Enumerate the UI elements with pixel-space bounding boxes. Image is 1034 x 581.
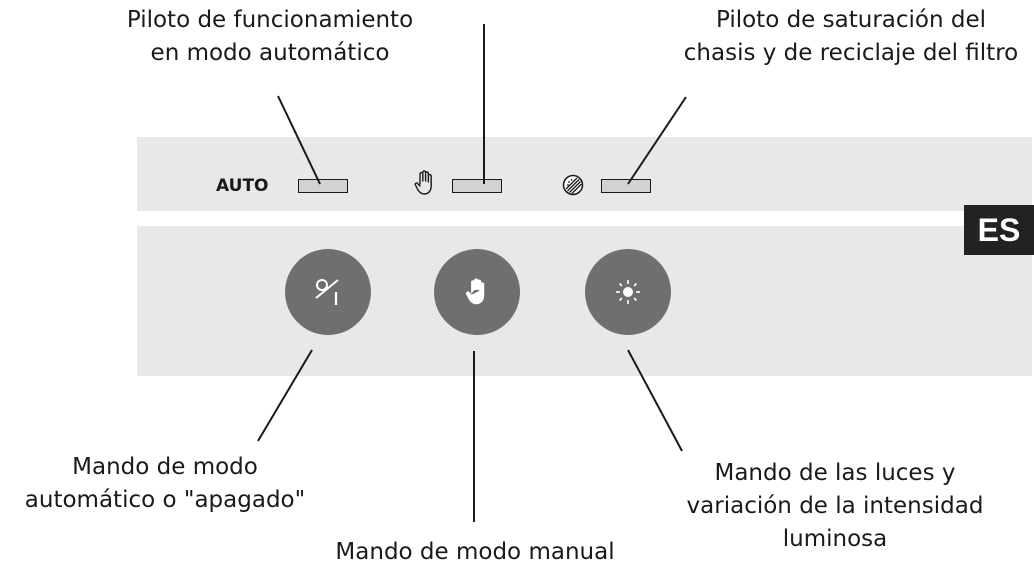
hand-icon (414, 170, 432, 195)
light-icon (616, 280, 640, 304)
lights-button[interactable] (585, 249, 671, 335)
saturation-pilot-caption: Piloto de saturación del chasis y de rec… (683, 7, 1019, 66)
auto-label: AUTO (216, 176, 269, 196)
auto-pilot-caption: Piloto de funcionamiento en modo automát… (126, 7, 414, 66)
auto-mode-indicator (298, 179, 348, 193)
control-panel (137, 226, 1032, 376)
indicator-panel (137, 137, 1032, 211)
auto-command-caption: Mando de modo automático o "apagado" (24, 454, 306, 513)
on-off-icon (315, 279, 339, 305)
manual-command-caption: Mando de modo manual (335, 539, 615, 565)
hand-icon (466, 278, 485, 305)
manual-mode-button[interactable] (434, 249, 520, 335)
lights-command-caption: Mando de las luces y variación de la int… (686, 460, 984, 552)
filter-saturation-icon (562, 174, 584, 196)
auto-off-button[interactable] (285, 249, 371, 335)
language-badge: ES (964, 205, 1034, 255)
saturation-indicator (601, 179, 651, 193)
manual-mode-indicator (452, 179, 502, 193)
